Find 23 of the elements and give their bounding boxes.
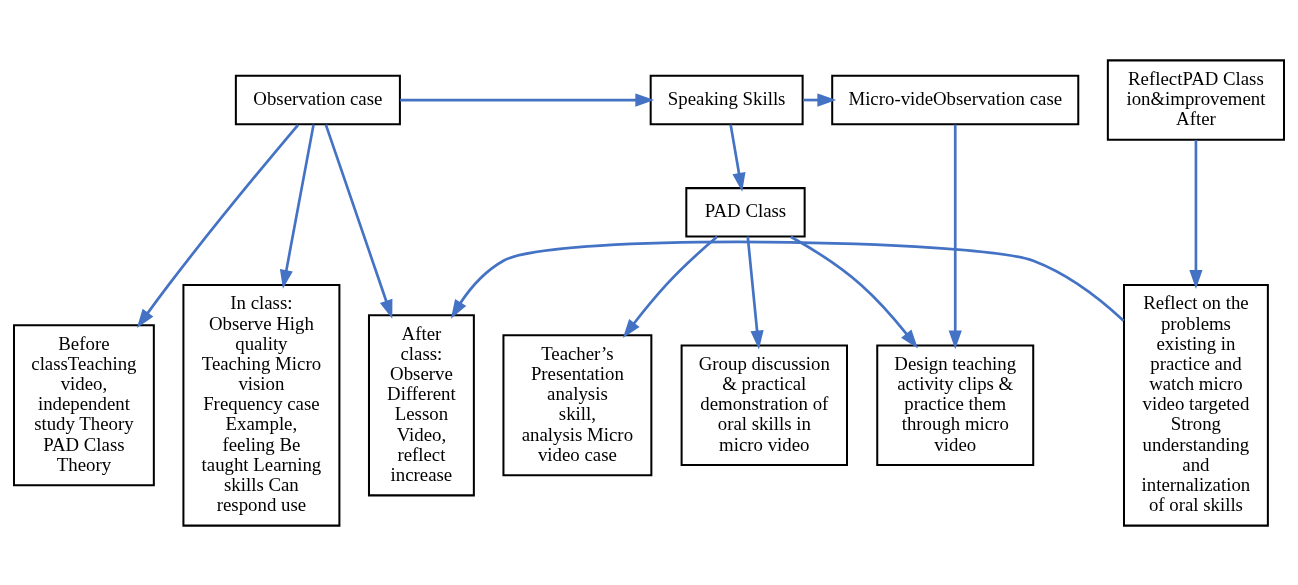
arrow <box>729 123 746 192</box>
arrow <box>400 92 655 107</box>
arrow <box>622 235 718 338</box>
node-box: Design teaching activity clips & practice them through micro video <box>876 343 1035 466</box>
node-box: ReflectPAD Class ion&improvement After <box>1106 58 1285 141</box>
node-box: Teacher’s Presentation analysis skill, analysis Micro video case <box>502 333 653 476</box>
node-box: Micro-videObservation case <box>831 74 1080 125</box>
arrow <box>1189 139 1203 289</box>
arrow <box>279 123 315 289</box>
arrow <box>324 123 393 319</box>
node-box: Speaking Skills <box>649 74 804 125</box>
arrow <box>790 235 918 349</box>
node-box: Group discussion & practical demonstration of oral skills in micro video <box>680 343 848 466</box>
node-box: PAD Class <box>685 186 806 238</box>
node-box: In class: Observe High quality Teaching Micro vision Frequency case Example, feeling Be taught Learning skills Can respond use <box>182 283 341 527</box>
arrow <box>450 240 1125 322</box>
node-box: After class: Observe Different Lesson Video, reflect increase <box>367 313 475 496</box>
arrow <box>136 123 300 328</box>
node-box: Reflect on the problems existing in practice and watch micro video targeted Strong understanding and internalization of oral skills <box>1123 283 1269 527</box>
arrow <box>948 124 962 349</box>
arrow <box>746 236 764 349</box>
node-box: Before classTeaching video, independent study Theory PAD Class Theory <box>13 323 155 486</box>
node-box: Observation case <box>234 74 401 125</box>
